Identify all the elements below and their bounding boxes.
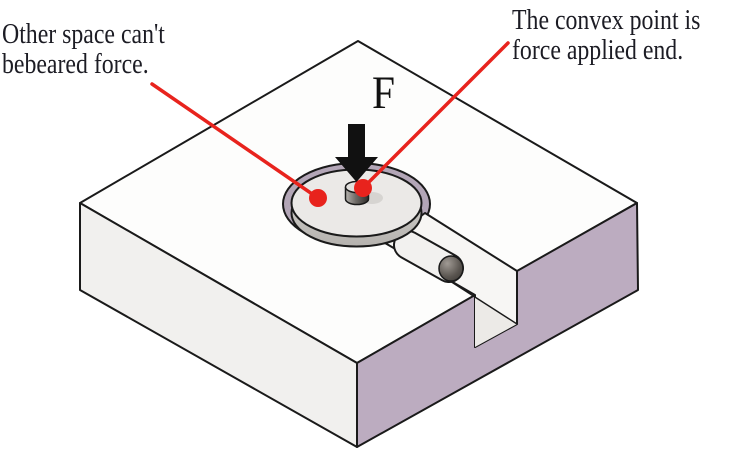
left-annotation-line1: Other space can't xyxy=(2,19,165,50)
leader-dot-left xyxy=(309,189,327,207)
slot-floor xyxy=(425,265,517,347)
left-annotation: Other space can't bebeared force. xyxy=(2,20,165,80)
force-arrow-icon xyxy=(335,124,378,182)
leader-dot-right xyxy=(354,179,372,197)
leader-line-left xyxy=(150,82,320,200)
stem-end-cap xyxy=(438,255,464,282)
right-annotation-line1: The convex point is xyxy=(512,5,701,36)
left-annotation-line2: bebeared force. xyxy=(2,49,149,80)
leader-line-right xyxy=(361,41,510,190)
force-label: F xyxy=(372,67,396,119)
right-annotation: The convex point is force applied end. xyxy=(512,6,700,66)
right-annotation-line2: force applied end. xyxy=(512,35,684,66)
